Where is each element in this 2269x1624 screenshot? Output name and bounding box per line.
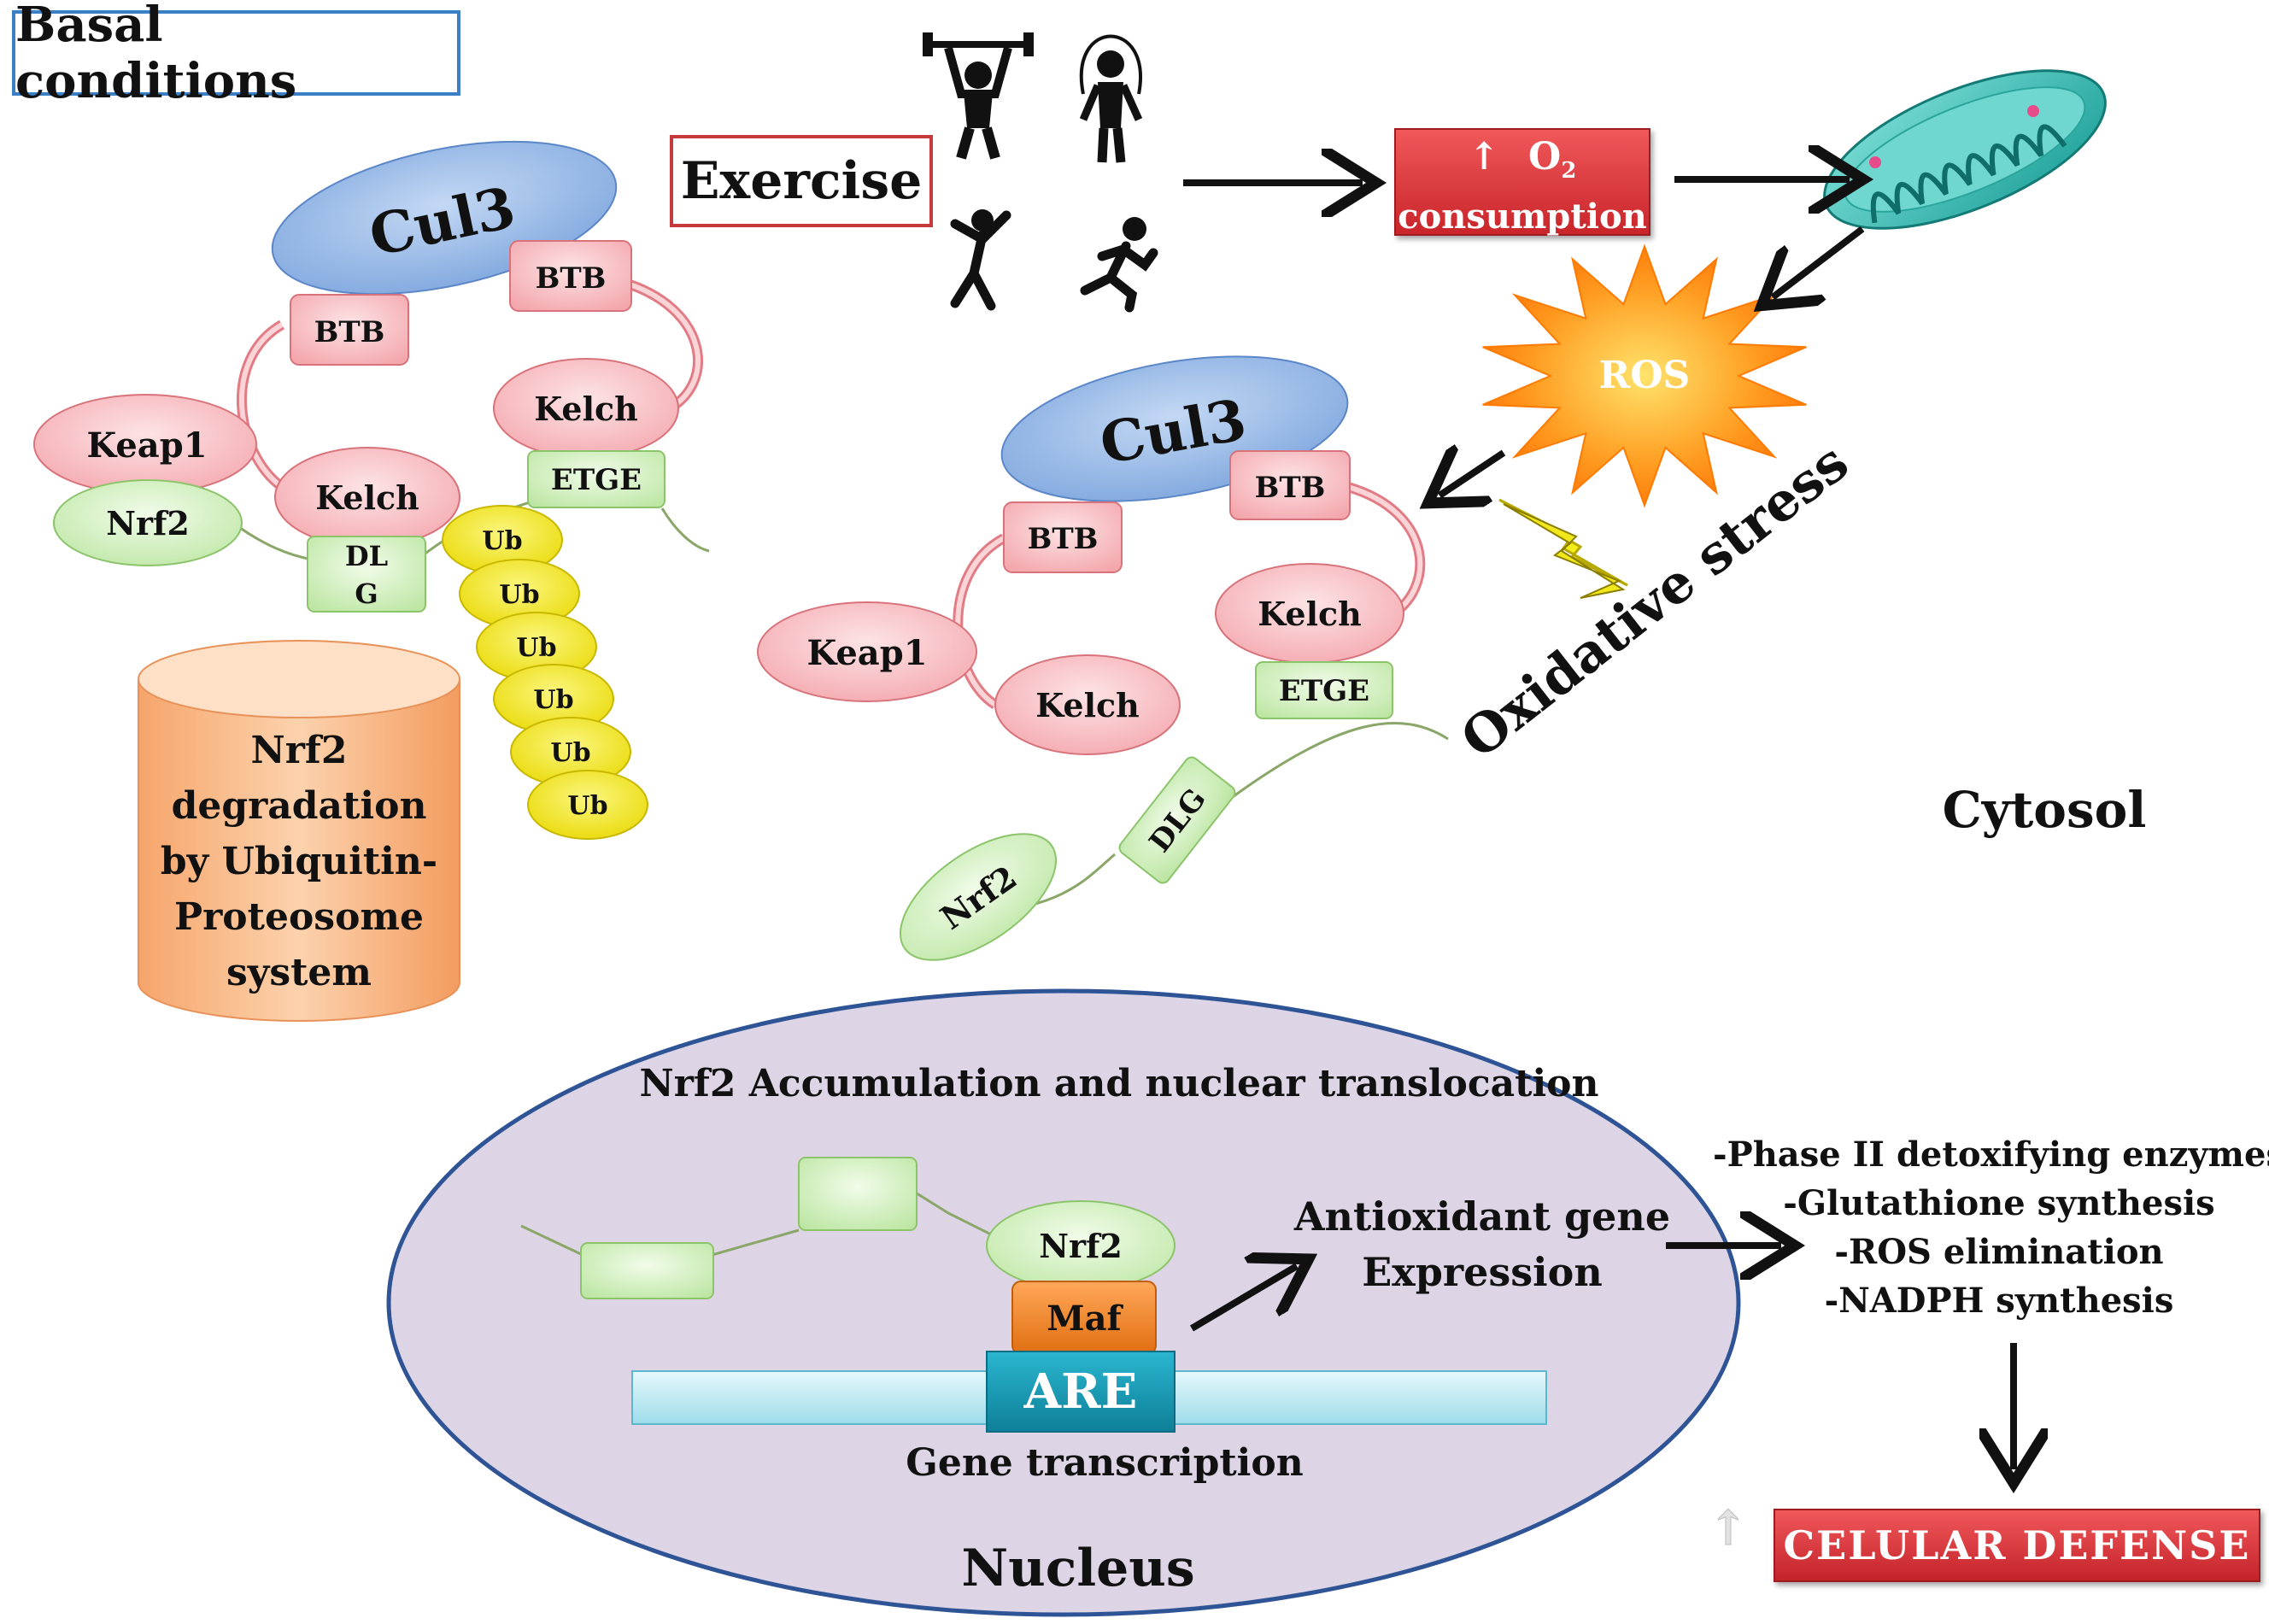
basal-nrf2-ellipse	[53, 479, 243, 566]
basal-dlg-line2: G	[355, 577, 378, 610]
o2-consumption-label: consumption	[1398, 196, 1647, 237]
nucleus-label: Nucleus	[961, 1539, 1194, 1598]
basal-btb-right-label: BTB	[536, 261, 607, 296]
mitochondrion-icon	[1823, 69, 2107, 230]
stress-btb-left-label: BTB	[1028, 522, 1099, 556]
arrow-ros-to-complex	[1439, 453, 1506, 495]
degradation-cylinder	[138, 640, 460, 1022]
stress-kelch-left-label: Kelch	[1035, 686, 1140, 724]
gene-transcription-label: Gene transcription	[906, 1441, 1303, 1485]
nuclear-nrf2-chain	[520, 1190, 992, 1258]
are-label: ARE	[1023, 1363, 1138, 1420]
degradation-line-2: degradation	[172, 784, 427, 828]
basal-etge-box	[527, 450, 665, 508]
ubiquitin-label: Ub	[499, 580, 539, 610]
ubiquitin-label: Ub	[482, 526, 522, 556]
stress-btb-left-box	[1003, 501, 1123, 573]
jump-rope-icon	[1079, 34, 1143, 163]
ros-burst	[1482, 243, 1807, 508]
basal-complex: Cul3 BTB BTB Keap1 Kelch Kelch ETGE Nrf2…	[33, 140, 710, 613]
degradation-line-5: system	[226, 951, 372, 994]
stress-kelch-right-label: Kelch	[1258, 595, 1362, 633]
stress-keap1-ellipse	[757, 601, 977, 702]
antioxidant-line-1: Antioxidant gene	[1293, 1193, 1670, 1240]
degradation-line-4: Proteosome	[174, 895, 424, 939]
basal-linker-right-inner	[621, 279, 701, 413]
outcome-item-4: -NADPH synthesis	[1825, 1281, 2174, 1321]
outcome-item-1: -Phase II detoxifying enzymes	[1713, 1134, 2269, 1175]
outcome-item-2: -Glutathione synthesis	[1783, 1183, 2214, 1223]
stress-complex: Cul3 BTB BTB Keap1 Kelch Kelch ETGE DLG …	[757, 355, 1449, 961]
basal-keap1-label: Keap1	[86, 425, 207, 466]
ubiquitin-label: Ub	[567, 791, 607, 821]
stress-linker-left	[953, 533, 1007, 710]
degradation-line-1: Nrf2	[251, 729, 348, 772]
arrow-are-to-expression	[1189, 1266, 1297, 1332]
ubiquitin-label: Ub	[516, 633, 556, 663]
o2-top-row: ↑ O2	[1396, 133, 1649, 195]
nuclear-translocation-label: Nrf2 Accumulation and nuclear translocat…	[639, 1062, 1598, 1105]
ubiquitin-label: Ub	[533, 685, 573, 715]
runner-icon	[1080, 217, 1158, 313]
stress-nrf2-ellipse	[899, 833, 1058, 961]
o2-subscript: 2	[1561, 157, 1577, 184]
basal-linker-left-inner	[238, 322, 284, 490]
basal-btb-left-box	[290, 294, 409, 366]
degradation-text: Nrf2 degradation by Ubiquitin- Proteosom…	[161, 729, 437, 994]
cytosol-label: Cytosol	[1943, 781, 2147, 839]
basal-etge-label: ETGE	[551, 463, 642, 497]
outcome-item-3: -ROS elimination	[1834, 1232, 2163, 1272]
stress-etge-label: ETGE	[1279, 674, 1369, 708]
basal-dlg-box	[307, 536, 426, 613]
stress-keap1-label: Keap1	[806, 633, 927, 673]
o2-symbol: O	[1527, 135, 1562, 179]
ros-label: ROS	[1599, 354, 1691, 397]
ubiquitin-label: Ub	[550, 738, 590, 768]
cellular-defense-box: CELULAR DEFENSE	[1774, 1509, 2260, 1582]
basal-btb-left-label: BTB	[314, 315, 385, 349]
stress-kelch-left-ellipse	[994, 654, 1181, 755]
antioxidant-line-2: Expression	[1362, 1249, 1603, 1295]
nuclear-domain-box-middle	[798, 1157, 918, 1231]
stress-dlg-box	[1118, 756, 1236, 884]
are-box	[986, 1351, 1176, 1433]
o2-consumption-box: ↑ O2 consumption	[1394, 128, 1650, 237]
nuclear-nrf2-label: Nrf2	[1039, 1227, 1123, 1265]
exercise-box: Exercise	[670, 135, 933, 227]
weightlifter-icon	[923, 32, 1034, 160]
degradation-line-3: by Ubiquitin-	[161, 840, 437, 883]
nuclear-domain-box-left	[580, 1242, 714, 1299]
ubiquitin-bead	[527, 770, 648, 840]
basal-kelch-left-label: Kelch	[315, 478, 419, 517]
flow-arrows	[1183, 179, 2014, 1469]
small-up-arrow-icon: ↑	[1709, 1500, 1749, 1557]
basal-conditions-box: Basal conditions	[12, 0, 460, 109]
basal-kelch-right-label: Kelch	[534, 390, 638, 428]
basal-dlg-line1: DL	[345, 540, 388, 572]
stress-etge-box	[1255, 661, 1393, 719]
basal-nrf2-label: Nrf2	[106, 504, 190, 542]
basal-btb-right-box	[509, 240, 632, 312]
o2-up-arrow-icon: ↑	[1468, 135, 1500, 179]
maf-label: Maf	[1047, 1299, 1123, 1339]
dancer-icon	[950, 209, 1011, 311]
arrow-mitochondria-to-ros	[1773, 226, 1865, 297]
oxidative-stress-label: Oxidative stress	[1449, 431, 1860, 771]
stress-btb-right-label: BTB	[1255, 471, 1326, 505]
lightning-icon-bolt	[1503, 503, 1626, 599]
stress-btb-right-box	[1229, 450, 1351, 520]
